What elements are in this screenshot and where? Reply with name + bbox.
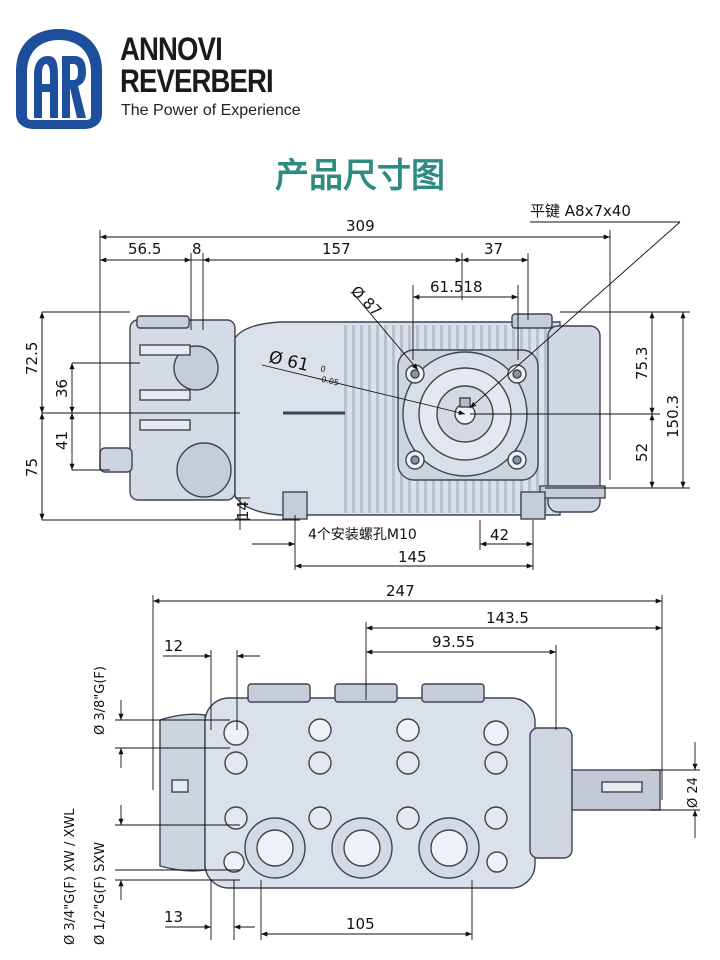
dim-157: 157 [322, 240, 351, 258]
port-3-4-label: Ø 3/4"G(F) XW / XWL [63, 808, 78, 945]
annovi-reverberi-logo-icon [16, 29, 102, 129]
dim-8: 8 [192, 240, 202, 258]
dim-143-5: 143.5 [486, 609, 529, 627]
dim-145: 145 [398, 548, 427, 566]
port-1-2-label: Ø 1/2"G(F) SXW [93, 842, 108, 945]
dim-72-5: 72.5 [23, 342, 41, 375]
side-view-dimension-labels: 309 56.5 8 157 37 平键 A8x7x40 61.518 Ø 87… [23, 202, 682, 566]
dim-14: 14 [234, 501, 252, 520]
side-view-dimensions [39, 221, 690, 570]
dim-13: 13 [164, 908, 183, 926]
dim-dia-87: Ø 87 [347, 282, 385, 320]
side-view-pump [99, 313, 606, 520]
key-spec-label: 平键 A8x7x40 [530, 202, 631, 220]
dim-75-3: 75.3 [633, 347, 651, 380]
dim-61-518: 61.518 [430, 278, 483, 296]
dim-93-55: 93.55 [432, 633, 475, 651]
port-3-8-label: Ø 3/8"G(F) [93, 666, 108, 735]
mount-holes-label: 4个安装螺孔M10 [308, 527, 417, 543]
dim-75: 75 [23, 458, 41, 477]
brand-tagline: The Power of Experience [121, 102, 301, 119]
brand-name-line2: REVERBERI [120, 63, 274, 99]
dim-56-5: 56.5 [128, 240, 161, 258]
top-view-dimensions [115, 595, 700, 940]
dim-12: 12 [164, 637, 183, 655]
dim-dia-61-tol-upper: 0 [320, 364, 327, 374]
dim-309: 309 [346, 217, 375, 235]
dim-37: 37 [484, 240, 503, 258]
dim-105: 105 [346, 915, 375, 933]
dim-52: 52 [633, 443, 651, 462]
top-view-dimension-labels: 247 143.5 93.55 12 Ø 3/8"G(F) Ø 3/4"G(F)… [63, 582, 701, 945]
dim-dia-24: Ø 24 [686, 777, 701, 808]
brand-name-line1: ANNOVI [120, 31, 223, 67]
dim-150-3: 150.3 [664, 395, 682, 438]
dim-247: 247 [386, 582, 415, 600]
dim-36: 36 [53, 379, 71, 398]
dim-41: 41 [53, 431, 71, 450]
page-title: 产品尺寸图 [275, 156, 445, 196]
dim-42: 42 [490, 526, 509, 544]
top-view-pump [159, 683, 661, 889]
